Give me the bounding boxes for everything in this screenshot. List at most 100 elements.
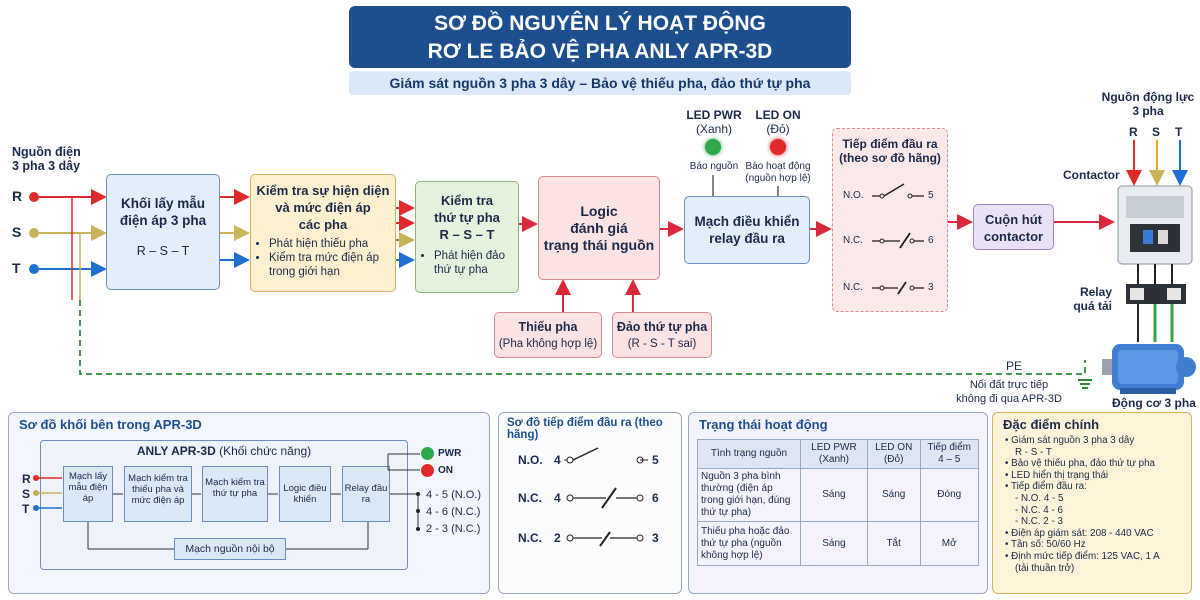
power-phase-t: T bbox=[1175, 125, 1183, 139]
panel-contact-nc2-type: N.C. bbox=[518, 531, 542, 545]
internal-sequence-block: Mạch kiểm tra thứ tự pha bbox=[202, 466, 268, 522]
feature-item: • Định mức tiếp điểm: 125 VAC, 1 A bbox=[1005, 550, 1160, 562]
internal-relay-block: Relay đầu ra bbox=[342, 466, 390, 522]
feature-item: • Bảo vệ thiếu pha, đảo thứ tự pha bbox=[1005, 458, 1156, 470]
contactor-device bbox=[1117, 185, 1193, 265]
output-contacts-title: Tiếp điểm đầu ra (theo sơ đồ hãng) bbox=[839, 137, 941, 165]
source-label: Nguồn điện 3 pha 3 dây bbox=[12, 145, 81, 173]
panel-contact-nc2-a: 2 bbox=[554, 531, 561, 545]
contact-nc1-num: 6 bbox=[928, 235, 934, 246]
contactor-label: Contactor bbox=[1063, 168, 1120, 182]
states-header-cell: Tiếp điểm 4 – 5 bbox=[919, 439, 979, 469]
states-cell: Thiếu pha hoặc đảo thứ tự pha (nguồn khô… bbox=[697, 521, 801, 566]
internal-on-led bbox=[421, 464, 434, 477]
sequence-check-block: Kiểm tra thứ tự pha R – S – T Phát hiện … bbox=[415, 181, 519, 293]
feature-item: • Tiếp điểm đầu ra: bbox=[1005, 481, 1087, 493]
feature-item: - N.C. 4 - 6 bbox=[1015, 504, 1063, 516]
title-line2: RƠ LE BẢO VỆ PHA ANLY APR-3D bbox=[427, 40, 773, 63]
led-on-label: LED ON (Đỏ) bbox=[755, 108, 801, 136]
logic-block: Logic đánh giá trạng thái nguồn bbox=[538, 176, 660, 280]
panel-contact-no-a: 4 bbox=[554, 453, 561, 467]
subtitle: Giám sát nguồn 3 pha 3 dây – Bảo vệ thiế… bbox=[349, 71, 851, 95]
feature-item: • Giám sát nguồn 3 pha 3 dây bbox=[1005, 435, 1135, 446]
features-panel-title: Đặc điểm chính bbox=[1003, 417, 1100, 432]
contacts-panel: Sơ đồ tiếp điểm đầu ra (theo hãng) bbox=[498, 412, 682, 594]
feature-item: • LED hiển thị trạng thái bbox=[1005, 469, 1109, 481]
states-header-cell: LED ON (Đỏ) bbox=[866, 439, 921, 469]
phase-s-terminal bbox=[29, 228, 39, 238]
overload-relay-device bbox=[1126, 284, 1186, 304]
internal-power-block: Mạch nguồn nội bộ bbox=[174, 538, 286, 560]
phase-t-terminal bbox=[29, 264, 39, 274]
states-panel-title: Trạng thái hoạt động bbox=[699, 417, 828, 432]
output-contacts-box: Tiếp điểm đầu ra (theo sơ đồ hãng) bbox=[832, 128, 948, 312]
motor-device bbox=[1102, 344, 1196, 394]
contact-nc2-symbol bbox=[872, 281, 924, 295]
phase-reverse-input: Đảo thứ tự pha (R - S - T sai) bbox=[612, 312, 712, 358]
internal-diagram-wires bbox=[33, 453, 420, 550]
phase-loss-input: Thiếu pha (Pha không hợp lệ) bbox=[494, 312, 602, 358]
bullet-reverse-phase: Phát hiện đảo thứ tự pha bbox=[434, 249, 518, 277]
contacts-panel-title: Sơ đồ tiếp điểm đầu ra (theo hãng) bbox=[507, 417, 663, 441]
feature-item: - N.C. 2 - 3 bbox=[1015, 516, 1063, 528]
feature-item: • Điện áp giám sát: 208 - 440 VAC bbox=[1005, 527, 1154, 539]
phase-s-label: S bbox=[12, 224, 22, 240]
contact-no-type: N.O. bbox=[843, 190, 864, 201]
panel-contact-no bbox=[564, 447, 648, 464]
contact-no-symbol bbox=[872, 183, 924, 199]
motor-label: Động cơ 3 pha bbox=[1112, 396, 1196, 410]
contact-no-num: 5 bbox=[928, 190, 934, 201]
apr3d-header: ANLY APR-3D (Khối chức năng) bbox=[136, 444, 312, 458]
internal-phase-r: R bbox=[22, 472, 31, 486]
states-cell: Sáng bbox=[866, 468, 921, 522]
internal-panel-title: Sơ đồ khối bên trong APR-3D bbox=[19, 417, 202, 432]
contacts-panel-symbols bbox=[564, 447, 648, 547]
states-cell: Sáng bbox=[800, 521, 868, 566]
pe-label: PE bbox=[1006, 359, 1023, 373]
bullet-phase-loss: Phát hiện thiếu pha bbox=[269, 237, 395, 251]
power-phase-s: S bbox=[1152, 125, 1161, 139]
internal-pwr-led bbox=[421, 447, 434, 460]
states-header-cell: Tình trạng nguồn bbox=[697, 439, 801, 469]
panel-contact-nc1-type: N.C. bbox=[518, 491, 542, 505]
relay-control-block: Mạch điều khiển relay đầu ra bbox=[684, 196, 810, 264]
feature-item: (tải thuần trở) bbox=[1015, 562, 1075, 574]
states-cell: Tắt bbox=[866, 521, 921, 566]
sampling-block: Khối lấy mẫu điện áp 3 pha R – S – T bbox=[106, 174, 220, 290]
title-line1: SƠ ĐỒ NGUYÊN LÝ HOẠT ĐỘNG bbox=[434, 12, 766, 35]
internal-phase-t: T bbox=[22, 502, 30, 516]
contact-nc1-type: N.C. bbox=[843, 235, 863, 246]
features-panel: Đặc điểm chính • Giám sát nguồn 3 pha 3 … bbox=[992, 412, 1192, 594]
title-banner: SƠ ĐỒ NGUYÊN LÝ HOẠT ĐỘNG RƠ LE BẢO VỆ P… bbox=[349, 6, 851, 68]
panel-contact-no-type: N.O. bbox=[518, 453, 543, 467]
led-pwr-caption: Báo nguồn bbox=[689, 161, 739, 172]
feature-item: - N.O. 4 - 5 bbox=[1015, 492, 1064, 504]
internal-phase-s: S bbox=[22, 487, 31, 501]
pe-wire bbox=[79, 300, 1086, 375]
states-table: Tình trạng nguồn LED PWR (Xanh) LED ON (… bbox=[697, 439, 979, 566]
states-panel: Trạng thái hoạt động Tình trạng nguồn LE… bbox=[688, 412, 988, 594]
internal-output-3: 2 - 3 (N.C.) bbox=[426, 523, 481, 535]
led-on-caption: Báo hoạt động (nguồn hợp lệ) bbox=[745, 161, 811, 184]
internal-presence-block: Mạch kiểm tra thiếu pha và mức điện áp bbox=[124, 466, 192, 522]
internal-logic-block: Logic điều khiển bbox=[279, 466, 331, 522]
phase-r-label: R bbox=[12, 188, 23, 204]
panel-contact-nc2-b: 3 bbox=[652, 531, 659, 545]
feature-item: • Tần số: 50/60 Hz bbox=[1005, 539, 1086, 551]
panel-contact-nc1-a: 4 bbox=[554, 491, 561, 505]
overload-label: Relay quá tải bbox=[1073, 285, 1112, 313]
power-phase-r: R bbox=[1129, 125, 1138, 139]
states-cell: Mở bbox=[919, 521, 979, 566]
led-pwr-label: LED PWR (Xanh) bbox=[686, 108, 742, 136]
led-pwr-indicator bbox=[705, 139, 721, 155]
phase-r-terminal bbox=[29, 192, 39, 202]
panel-contact-nc2 bbox=[566, 531, 644, 547]
panel-contact-no-b: 5 bbox=[652, 453, 659, 467]
bullet-voltage-check: Kiểm tra mức điện áp trong giới hạn bbox=[269, 251, 395, 279]
contact-nc2-num: 3 bbox=[928, 282, 934, 293]
panel-contact-nc1-b: 6 bbox=[652, 491, 659, 505]
internal-sampling-block: Mạch lấy mẫu điện áp bbox=[63, 466, 113, 522]
coil-block: Cuộn hút contactor bbox=[973, 204, 1054, 250]
states-row: Thiếu pha hoặc đảo thứ tự pha (nguồn khô… bbox=[697, 521, 979, 566]
internal-output-2: 4 - 6 (N.C.) bbox=[426, 506, 481, 518]
